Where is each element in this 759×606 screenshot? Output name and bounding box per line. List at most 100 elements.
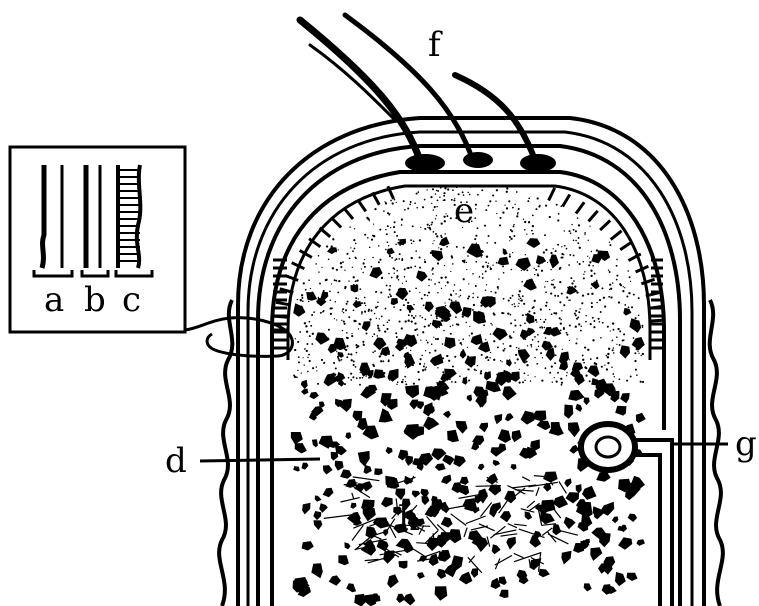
stipple-dot (359, 288, 361, 290)
stipple-dot (574, 285, 576, 287)
stipple-dot (513, 225, 515, 227)
stipple-dot (506, 207, 508, 209)
stipple-dot (616, 275, 618, 277)
stipple-dot (601, 366, 603, 368)
stipple-dot (451, 255, 453, 257)
stipple-dot (367, 237, 369, 239)
stipple-dot (308, 279, 310, 281)
stipple-dot (639, 323, 641, 325)
stipple-dot (487, 359, 489, 361)
stipple-dot (334, 279, 336, 281)
stipple-dot (568, 300, 570, 302)
stipple-dot (353, 364, 355, 366)
stipple-dot (306, 343, 308, 345)
stipple-dot (570, 232, 572, 234)
stipple-dot (506, 191, 508, 193)
stipple-dot (557, 295, 559, 297)
stipple-dot (503, 343, 504, 344)
stipple-dot (520, 300, 521, 301)
stipple-dot (385, 229, 386, 230)
stipple-dot (369, 247, 371, 249)
stipple-dot (475, 208, 476, 209)
stipple-dot (532, 225, 534, 227)
stipple-dot (322, 311, 324, 313)
stipple-dot (553, 265, 554, 266)
stipple-dot (563, 254, 564, 255)
stipple-dot (561, 384, 563, 386)
stipple-dot (490, 323, 492, 325)
stipple-dot (414, 329, 416, 331)
stipple-dot (475, 261, 477, 263)
stipple-dot (430, 315, 431, 316)
granule (374, 596, 381, 602)
stipple-dot (392, 202, 394, 204)
stipple-dot (333, 362, 335, 364)
stipple-dot (554, 345, 556, 347)
stipple-dot (476, 370, 477, 371)
stipple-dot (390, 227, 391, 228)
stipple-dot (405, 299, 407, 301)
stipple-dot (399, 309, 401, 311)
stipple-dot (566, 332, 568, 334)
stipple-dot (364, 234, 366, 236)
stipple-dot (509, 236, 511, 238)
stipple-dot (534, 376, 535, 377)
stipple-dot (590, 323, 592, 325)
stipple-dot (486, 284, 487, 285)
stipple-dot (396, 270, 398, 272)
stipple-dot (424, 363, 425, 364)
stipple-dot (351, 333, 352, 334)
stipple-dot (441, 320, 443, 322)
stipple-dot (420, 358, 422, 360)
stipple-dot (431, 343, 433, 345)
stipple-dot (642, 381, 644, 383)
stipple-dot (553, 279, 554, 280)
stipple-dot (534, 268, 535, 269)
stipple-dot (474, 238, 476, 240)
stipple-dot (609, 242, 610, 243)
stipple-dot (416, 193, 418, 195)
stipple-dot (602, 322, 604, 324)
stipple-dot (297, 341, 299, 343)
stipple-dot (379, 229, 381, 231)
stipple-dot (421, 355, 423, 357)
stipple-dot (522, 381, 524, 383)
stipple-dot (591, 293, 593, 295)
stipple-dot (433, 337, 434, 338)
stipple-dot (613, 329, 615, 331)
stipple-dot (389, 213, 390, 214)
stipple-dot (473, 363, 475, 365)
stipple-dot (499, 217, 501, 219)
stipple-dot (514, 319, 516, 321)
stipple-dot (316, 366, 318, 368)
stipple-dot (595, 282, 596, 283)
stipple-dot (301, 372, 302, 373)
stipple-dot (313, 311, 315, 313)
stipple-dot (507, 312, 509, 314)
stipple-dot (444, 313, 446, 315)
capsule-right-wavy (710, 300, 723, 606)
stipple-dot (441, 324, 443, 326)
stipple-dot (522, 295, 524, 297)
stipple-dot (360, 372, 361, 373)
stipple-dot (638, 353, 639, 354)
stipple-dot (520, 325, 522, 327)
stipple-dot (411, 315, 413, 317)
stipple-dot (453, 373, 454, 374)
basal-body-right (520, 154, 556, 172)
stipple-dot (346, 332, 348, 334)
stipple-dot (441, 310, 443, 312)
stipple-dot (517, 358, 519, 360)
stipple-dot (363, 343, 365, 345)
stipple-dot (527, 345, 528, 346)
stipple-dot (432, 243, 433, 244)
stipple-dot (445, 213, 446, 214)
stipple-dot (311, 314, 313, 316)
stipple-dot (321, 359, 323, 361)
stipple-dot (413, 304, 414, 305)
stipple-dot (388, 296, 390, 298)
stipple-dot (303, 282, 305, 284)
stipple-dot (584, 234, 585, 235)
stipple-dot (472, 273, 474, 275)
stipple-dot (537, 197, 539, 199)
